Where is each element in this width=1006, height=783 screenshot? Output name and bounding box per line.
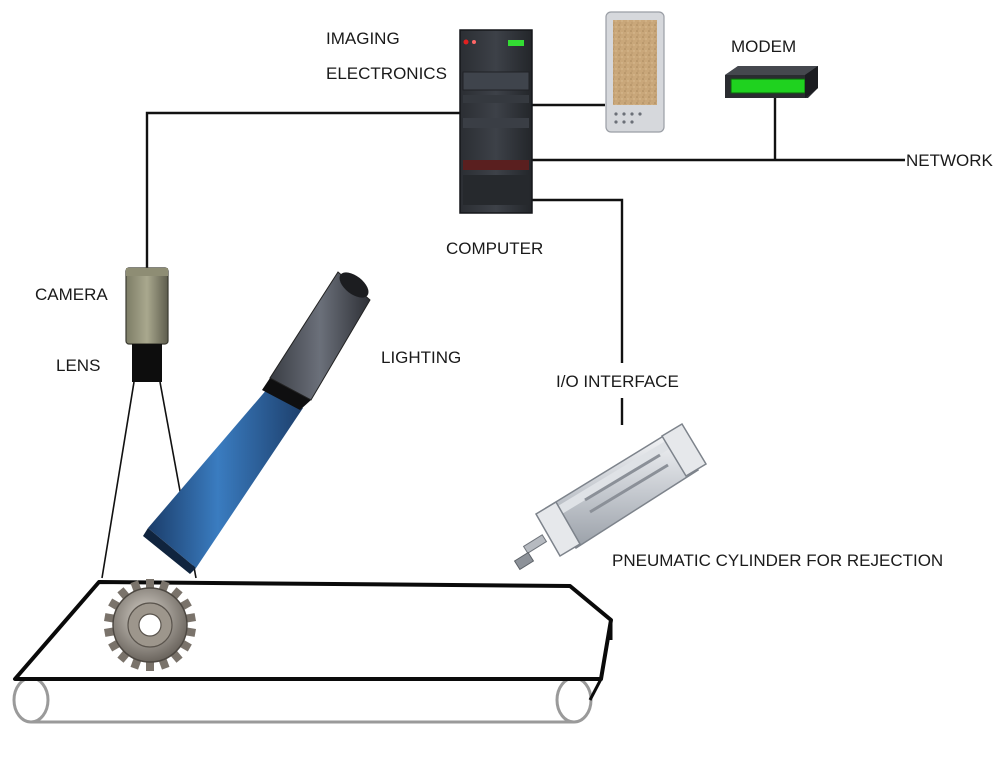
label-lens: LENS: [56, 356, 100, 375]
lens-icon: [132, 344, 162, 382]
camera-icon: [125, 267, 169, 382]
conveyor-belt-icon: [12, 580, 613, 724]
label-lighting: LIGHTING: [381, 348, 461, 367]
touch-display-icon: [605, 11, 665, 133]
io-cable-upper: [530, 198, 624, 363]
labels: IMAGING ELECTRONICS MODEM NETWORK COMPUT…: [35, 29, 994, 570]
pneumatic-cylinder-icon: [513, 422, 708, 571]
label-imaging-electronics-line2: ELECTRONICS: [326, 64, 447, 83]
label-pneumatic-cylinder: PNEUMATIC CYLINDER FOR REJECTION: [612, 551, 943, 570]
label-computer: COMPUTER: [446, 239, 543, 258]
wiring: [145, 98, 905, 425]
modem-icon: [725, 66, 818, 98]
label-modem: MODEM: [731, 37, 796, 56]
tower-computer-icon: [459, 29, 533, 214]
label-imaging-electronics-line1: IMAGING: [326, 29, 400, 48]
light-source-icon: [143, 271, 371, 574]
gear-icon: [104, 579, 196, 671]
camera-cable: [145, 111, 462, 268]
label-camera: CAMERA: [35, 285, 108, 304]
label-network: NETWORK: [906, 151, 994, 170]
label-io-interface: I/O INTERFACE: [556, 372, 679, 391]
